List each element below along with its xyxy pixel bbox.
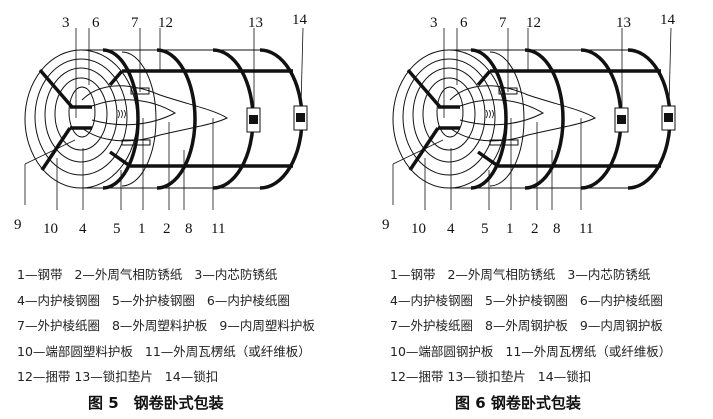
label-5: 5 (481, 221, 489, 237)
legend-item: 14—锁扣 (537, 369, 592, 384)
legend-item: 9—内周塑料护板 (219, 318, 315, 333)
legend-item: 8—外周钢护板 (484, 318, 568, 333)
legend-item: 2—外周气相防锈纸 (74, 267, 183, 282)
label-14: 14 (660, 12, 676, 28)
legend-row: 10—端部圆塑料护板 11—外周瓦楞纸（或纤维板） (17, 339, 315, 365)
legend-item: 4—内护棱钢圈 (390, 292, 473, 308)
coil-drawing (391, 26, 677, 212)
legend-item: 5—外护棱钢圈 (484, 292, 568, 308)
legend-item: 4—内护棱钢圈 (17, 292, 100, 308)
legend-item: 1—钢带 (17, 267, 63, 282)
legend-item: 8—外周塑料护板 (111, 318, 208, 333)
label-4: 4 (447, 221, 455, 237)
legend-item: 12—捆带 13—锁扣垫片 (17, 369, 153, 384)
legend-row: 1—钢带 2—外周气相防锈纸 3—内芯防锈纸 (17, 262, 315, 288)
label-9: 9 (14, 217, 22, 233)
label-9: 9 (382, 217, 390, 233)
label-3: 3 (430, 15, 438, 31)
label-1: 1 (138, 221, 146, 237)
legend-row: 4—内护棱钢圈 5—外护棱钢圈 6—内护棱纸圈 (17, 288, 315, 314)
label-1: 1 (506, 221, 514, 237)
label-8: 8 (553, 221, 561, 237)
label-11: 11 (211, 221, 225, 237)
legend-item: 11—外周瓦楞纸（或纤维板） (144, 343, 311, 359)
legend-row: 12—捆带 13—锁扣垫片 14—锁扣 (390, 364, 671, 390)
legend-row: 7—外护棱纸圈 8—外周钢护板 9—内周钢护板 (390, 313, 671, 339)
label-14: 14 (292, 12, 308, 28)
label-13: 13 (248, 15, 263, 31)
label-11: 11 (579, 221, 593, 237)
label-5: 5 (113, 221, 121, 237)
legend-row: 12—捆带 13—锁扣垫片 14—锁扣 (17, 364, 315, 390)
legend-item: 3—内芯防锈纸 (567, 267, 651, 282)
label-12: 12 (158, 15, 173, 31)
figure-6-caption: 图 6 钢卷卧式包装 (455, 394, 581, 412)
label-4: 4 (79, 221, 87, 237)
legend-item: 6—内护棱纸圈 (206, 292, 290, 308)
label-10: 10 (411, 221, 426, 237)
legend-item: 5—外护棱钢圈 (111, 292, 195, 308)
legend-item: 6—内护棱纸圈 (579, 292, 663, 308)
label-2: 2 (163, 221, 171, 237)
label-12: 12 (526, 15, 541, 31)
figure-5-caption: 图 5 钢卷卧式包装 (88, 394, 224, 412)
label-7: 7 (499, 15, 507, 31)
legend-row: 1—钢带 2—外周气相防锈纸 3—内芯防锈纸 (390, 262, 671, 288)
legend-item: 10—端部圆塑料护板 (17, 343, 133, 359)
legend-item: 12—捆带 13—锁扣垫片 (390, 369, 526, 384)
legend-row: 7—外护棱纸圈 8—外周塑料护板 9—内周塑料护板 (17, 313, 315, 339)
label-6: 6 (460, 15, 468, 31)
legend-item: 14—锁扣 (164, 369, 219, 384)
figure-5-diagram: 3 6 7 12 13 14 9 10 4 5 1 2 8 11 (14, 12, 309, 237)
legend-item: 9—内周钢护板 (579, 318, 663, 333)
legend-item: 7—外护棱纸圈 (390, 318, 473, 333)
label-8: 8 (185, 221, 193, 237)
legend-item: 10—端部圆钢护板 (390, 343, 494, 359)
coil-drawing (23, 26, 309, 212)
label-2: 2 (531, 221, 539, 237)
figure-6-diagram: 3 6 7 12 13 14 9 10 4 5 1 2 8 11 (382, 12, 677, 237)
legend-item: 1—钢带 (390, 267, 436, 282)
legend-row: 4—内护棱钢圈 5—外护棱钢圈 6—内护棱纸圈 (390, 288, 671, 314)
label-10: 10 (43, 221, 58, 237)
legend-item: 3—内芯防锈纸 (194, 267, 278, 282)
label-13: 13 (616, 15, 631, 31)
legend-item: 7—外护棱纸圈 (17, 318, 100, 333)
figure-6-legend: 1—钢带 2—外周气相防锈纸 3—内芯防锈纸 4—内护棱钢圈 5—外护棱钢圈 6—内护棱纸… (390, 262, 671, 390)
label-6: 6 (92, 15, 100, 31)
legend-item: 11—外周瓦楞纸（或纤维板） (505, 343, 672, 359)
legend-row: 10—端部圆钢护板 11—外周瓦楞纸（或纤维板） (390, 339, 671, 365)
label-3: 3 (62, 15, 70, 31)
legend-item: 2—外周气相防锈纸 (447, 267, 556, 282)
label-7: 7 (131, 15, 139, 31)
figure-5-legend: 1—钢带 2—外周气相防锈纸 3—内芯防锈纸 4—内护棱钢圈 5—外护棱钢圈 6—内护棱纸… (17, 262, 315, 390)
